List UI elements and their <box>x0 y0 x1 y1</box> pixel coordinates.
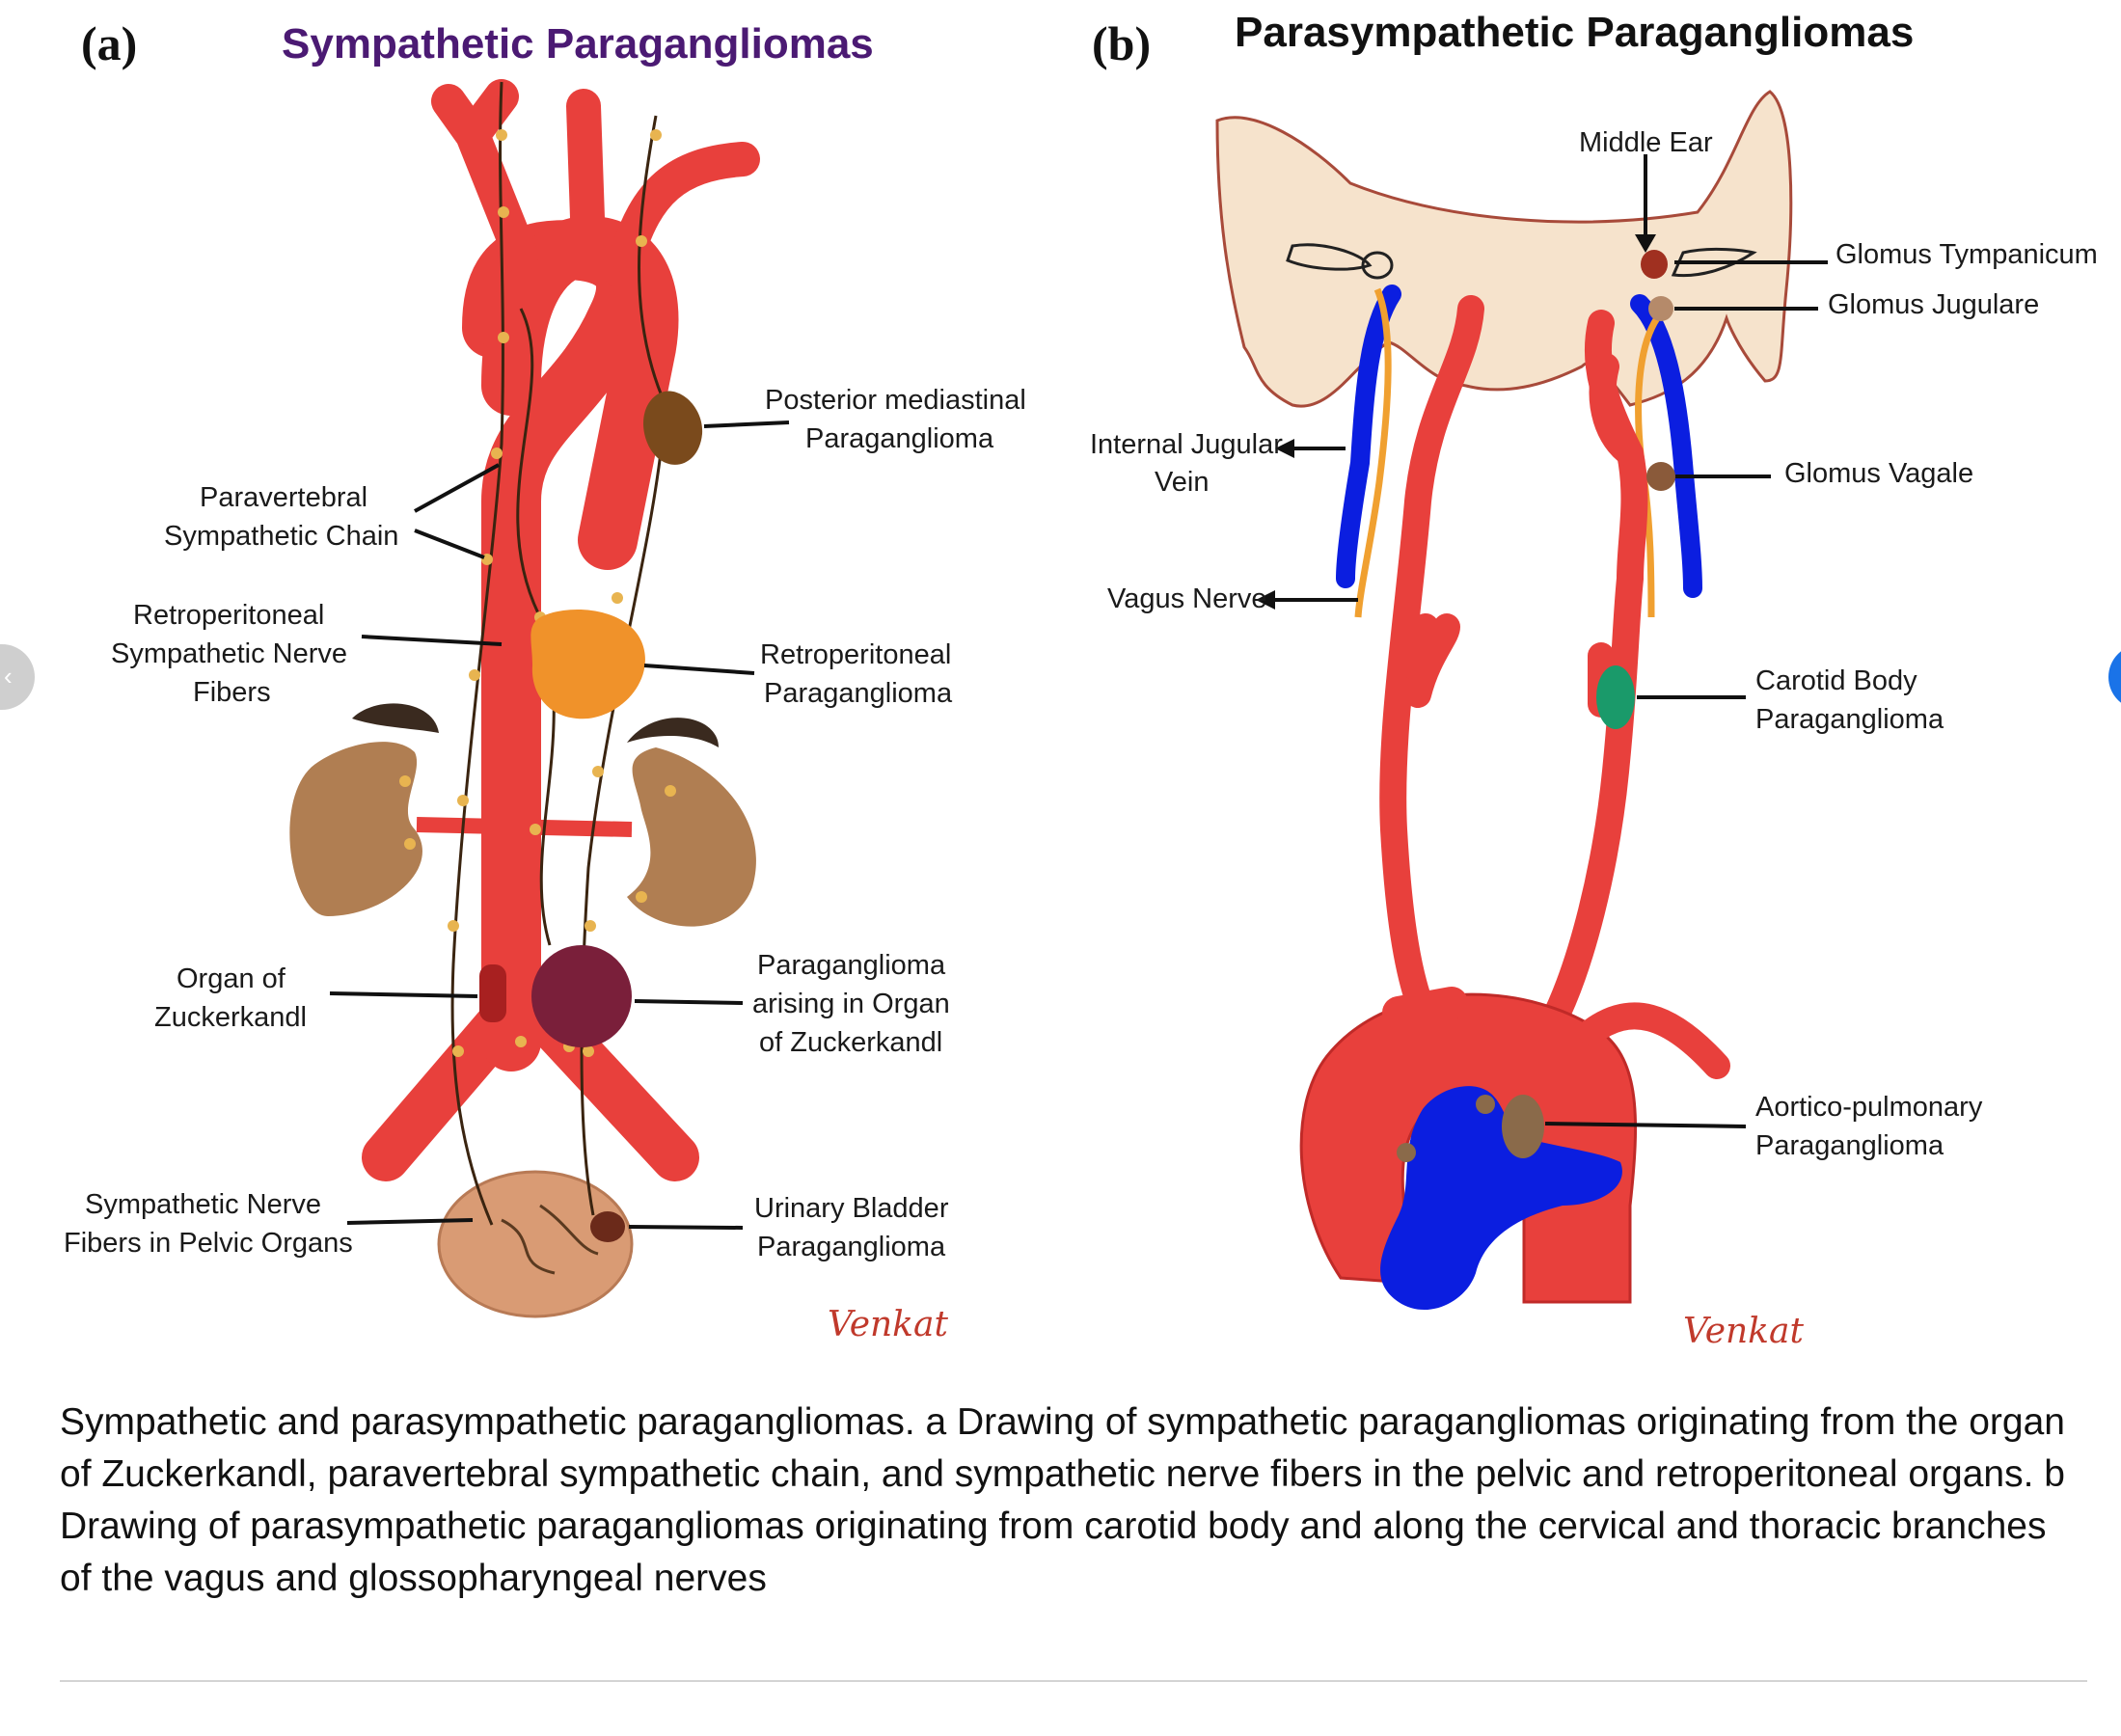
label-retro-fibers-1: Retroperitoneal <box>133 600 324 631</box>
label-pelvic-2: Fibers in Pelvic Organs <box>64 1228 353 1259</box>
label-ijv-1: Internal Jugular <box>1090 429 1283 460</box>
label-carotid-1: Carotid Body <box>1755 665 1917 696</box>
label-bladder-1: Urinary Bladder <box>754 1193 949 1224</box>
label-vagus-nerve: Vagus Nerve <box>1107 583 1267 614</box>
label-pgl-zuck-1: Paraganglioma <box>757 950 946 981</box>
label-zuckerkandl-2: Zuckerkandl <box>154 1002 307 1033</box>
figure-svg: (a) Sympathetic Paragangliomas <box>64 9 2098 1350</box>
label-paravertebral-2: Sympathetic Chain <box>164 521 398 552</box>
internal-jugular-vein-left <box>1336 285 1401 588</box>
subclavian-artery <box>1578 1002 1730 1079</box>
figure: (a) Sympathetic Paragangliomas <box>64 9 2098 1350</box>
figure-caption: Sympathetic and parasympathetic paragang… <box>60 1401 2065 1599</box>
panel-b: (b) Parasympathetic Paragangliomas <box>1090 9 2098 1350</box>
label-bladder-2: Paraganglioma <box>757 1232 946 1262</box>
left-kidney <box>289 703 439 916</box>
panel-a-letter: (a) <box>81 16 137 70</box>
label-glomus-jugulare: Glomus Jugulare <box>1828 289 2039 320</box>
label-pelvic-1: Sympathetic Nerve <box>85 1189 321 1220</box>
aorta <box>431 79 760 1071</box>
label-zuckerkandl-1: Organ of <box>177 963 286 994</box>
label-pgl-zuck-2: arising in Organ <box>752 989 950 1019</box>
aortico-pulmonary-nodule <box>1476 1095 1495 1114</box>
panel-b-letter: (b) <box>1092 16 1151 70</box>
urinary-bladder <box>437 1170 634 1318</box>
bladder-paraganglioma <box>590 1211 625 1242</box>
label-posterior-mediastinal-2: Paraganglioma <box>805 423 994 454</box>
label-carotid-2: Paraganglioma <box>1755 704 1944 735</box>
ear-ossicle-left <box>1361 251 1394 280</box>
aortico-pulmonary-paraganglioma <box>1502 1095 1544 1158</box>
label-retro-fibers-2: Sympathetic Nerve <box>111 638 347 669</box>
right-kidney <box>627 718 756 927</box>
carotid-body-paraganglioma <box>1596 665 1635 729</box>
carotid-arteries <box>1379 295 1648 1036</box>
retroperitoneal-paraganglioma <box>530 610 645 719</box>
label-paravertebral-1: Paravertebral <box>200 482 367 513</box>
internal-jugular-vein-right <box>1630 294 1702 598</box>
glomus-vagale <box>1646 462 1675 491</box>
panel-a-labels: Posterior mediastinal Paraganglioma Para… <box>64 385 1026 1262</box>
posterior-mediastinal-paraganglioma <box>643 391 703 465</box>
signature-a: Venkat <box>828 1305 948 1344</box>
panel-b-labels: Middle Ear Glomus Tympanicum Glomus Jugu… <box>1090 127 2098 1161</box>
glomus-jugulare <box>1648 296 1673 321</box>
ear-structure-left <box>1286 243 1373 271</box>
signature-b: Venkat <box>1683 1312 1804 1350</box>
aortico-pulmonary-nodule-2 <box>1397 1143 1416 1162</box>
panel-a: (a) Sympathetic Paragangliomas <box>64 16 1026 1344</box>
label-glomus-vagale: Glomus Vagale <box>1784 458 1973 489</box>
label-retro-fibers-3: Fibers <box>193 677 271 708</box>
pelvic-nerve-fibers <box>501 1204 599 1275</box>
label-middle-ear: Middle Ear <box>1579 127 1713 158</box>
panel-b-leaders <box>1256 154 1828 1128</box>
chevron-left-icon: ‹ <box>4 662 13 691</box>
ganglia <box>399 129 676 1057</box>
label-glomus-tympanicum: Glomus Tympanicum <box>1835 239 2098 270</box>
vagus-nerve-left <box>1354 287 1392 618</box>
label-retro-pgl-1: Retroperitoneal <box>760 639 951 670</box>
label-aortico-1: Aortico-pulmonary <box>1755 1092 1983 1123</box>
label-posterior-mediastinal-1: Posterior mediastinal <box>765 385 1026 416</box>
organ-of-zuckerkandl <box>479 964 506 1022</box>
label-retro-pgl-2: Paraganglioma <box>764 678 953 709</box>
label-aortico-2: Paraganglioma <box>1755 1130 1944 1161</box>
panel-a-title: Sympathetic Paragangliomas <box>282 20 874 68</box>
ear-structure-right <box>1671 247 1757 278</box>
panel-b-title: Parasympathetic Paragangliomas <box>1235 9 1914 56</box>
pulmonary-artery <box>1380 1086 1622 1311</box>
divider <box>60 1680 2087 1682</box>
label-ijv-2: Vein <box>1155 467 1209 498</box>
label-pgl-zuck-3: of Zuckerkandl <box>759 1027 942 1058</box>
glomus-tympanicum <box>1641 250 1668 279</box>
panel-a-leaders <box>329 420 790 1230</box>
zuckerkandl-paraganglioma <box>531 945 632 1047</box>
